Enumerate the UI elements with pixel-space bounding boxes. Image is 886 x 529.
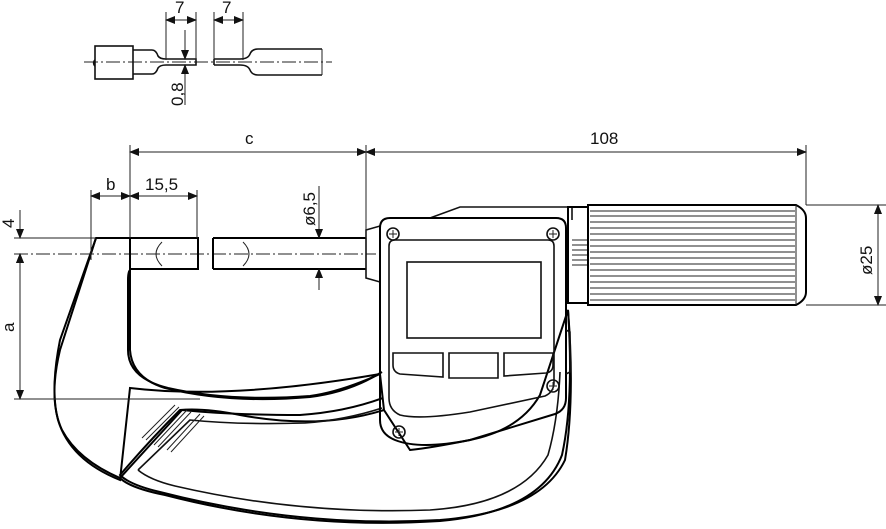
display-unit [379, 206, 573, 446]
screw-icon [546, 227, 560, 241]
thimble [567, 204, 807, 306]
lcd-screen [406, 261, 542, 339]
dim-spindle-diameter-label: ø6,5 [300, 192, 319, 226]
right-button[interactable] [503, 352, 554, 377]
screw-icon [546, 379, 560, 393]
dim-c-label: c [245, 129, 254, 148]
dim-tip-left-label: 7 [175, 0, 184, 17]
left-button[interactable] [392, 352, 444, 378]
dim-anvil-length-label: 15,5 [145, 175, 178, 194]
micrometer-frame [53, 237, 572, 524]
screw-icon [392, 425, 406, 439]
dimensions: c 108 b 15,5 ø6,5 ø25 4 a [0, 129, 886, 400]
dim-blade-thickness-label: 0,8 [168, 82, 187, 106]
dim-b-label: b [106, 175, 115, 194]
dim-108-label: 108 [590, 129, 618, 148]
center-button[interactable] [448, 352, 499, 379]
screw-icon [386, 227, 400, 241]
detail-view: 7 7 0,8 [84, 0, 332, 106]
dim-tip-right-label: 7 [222, 0, 231, 17]
dim-thimble-diameter-label: ø25 [857, 246, 876, 275]
dim-a-label: a [0, 322, 18, 332]
dim-anvil-offset-label: 4 [0, 219, 18, 228]
